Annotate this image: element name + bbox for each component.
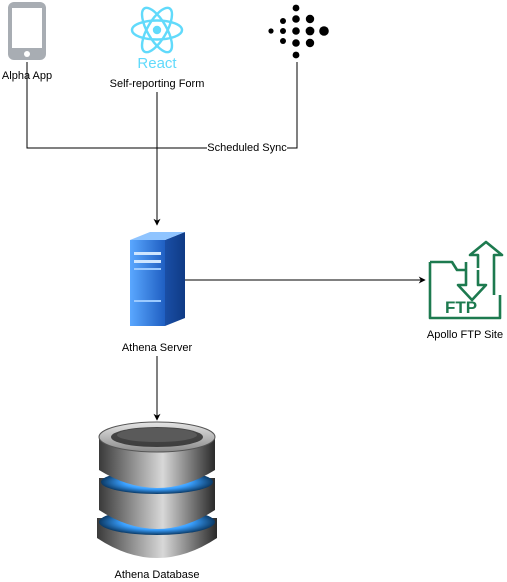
- ftp-folder-icon: [428, 240, 504, 320]
- react-logo-text: React: [137, 55, 177, 72]
- svg-text:Scheduled Sync: Scheduled Sync: [207, 142, 287, 154]
- node-athena-database[interactable]: Athena Database: [97, 421, 217, 581]
- apollo-ftp-label: Apollo FTP Site: [427, 329, 503, 341]
- database-icon: [97, 421, 217, 558]
- node-alpha-app[interactable]: Alpha App: [2, 2, 52, 82]
- athena-server-label: Athena Server: [122, 342, 193, 354]
- node-athena-server[interactable]: Athena Server: [122, 232, 193, 354]
- mobile-phone-icon: [8, 2, 46, 60]
- server-icon: [130, 232, 185, 326]
- alpha-app-label: Alpha App: [2, 70, 52, 82]
- node-fitbit[interactable]: [268, 4, 329, 59]
- edge-alpha-to-sync: [26, 62, 157, 149]
- node-self-reporting-form[interactable]: React Self-reporting Form: [110, 4, 205, 90]
- ftp-logo-text: FTP: [445, 298, 477, 317]
- react-logo-icon: [130, 6, 184, 54]
- edge-label-scheduled-sync: Scheduled Sync: [207, 140, 287, 154]
- edge-fitbit-to-sync: [157, 62, 298, 149]
- self-reporting-form-label: Self-reporting Form: [110, 78, 205, 90]
- athena-database-label: Athena Database: [114, 569, 199, 581]
- connectors: [26, 62, 426, 421]
- node-apollo-ftp[interactable]: FTP Apollo FTP Site: [427, 240, 504, 341]
- fitbit-logo-icon: [268, 4, 329, 59]
